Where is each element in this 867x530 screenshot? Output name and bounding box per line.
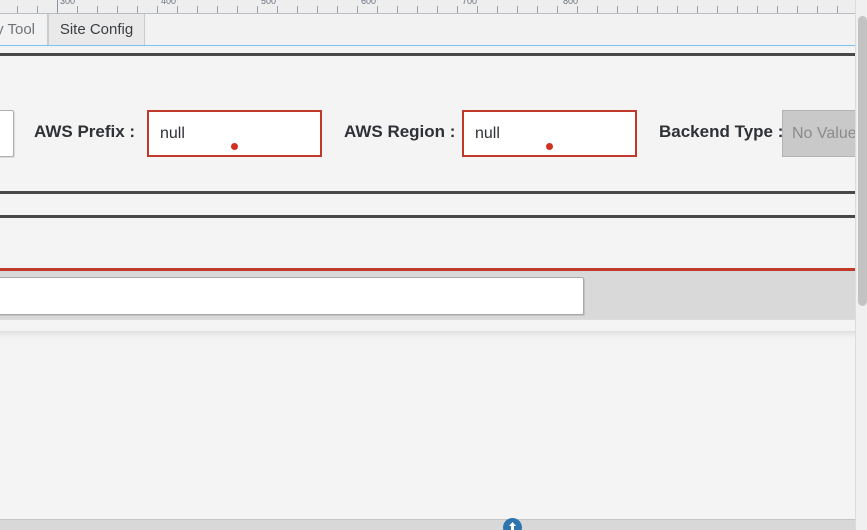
band-empty-1	[0, 194, 855, 215]
tab-strip: y Tool Site Config	[0, 14, 855, 46]
ruler-label: 600	[361, 0, 377, 6]
ruler-minor-tick	[477, 6, 478, 13]
ruler-minor-tick	[277, 6, 278, 13]
clipped-input-left[interactable]	[0, 110, 14, 157]
aws-prefix-label: AWS Prefix :	[34, 122, 136, 141]
tab-site-config[interactable]: Site Config	[48, 14, 145, 45]
aws-region-label: AWS Region :	[344, 122, 456, 141]
separator-mid-2	[0, 215, 855, 218]
ruler-minor-tick	[677, 6, 678, 13]
ruler-minor-tick	[337, 6, 338, 13]
ruler-minor-tick	[537, 6, 538, 13]
horizontal-ruler: 300 400 500 600 700 800	[0, 0, 867, 14]
ruler-track: 300 400 500 600 700 800	[0, 0, 858, 13]
search-input[interactable]	[0, 277, 584, 315]
ruler-minor-tick	[357, 6, 358, 13]
aws-prefix-input[interactable]: null	[147, 110, 322, 157]
ruler-minor-tick	[237, 6, 238, 13]
ruler-minor-tick	[737, 6, 738, 13]
ruler-label: 800	[563, 0, 579, 6]
backend-type-value: No Value	[792, 124, 857, 142]
aws-prefix-value: null	[160, 124, 185, 142]
ruler-label: 500	[261, 0, 277, 6]
tab-strip-empty-area	[145, 14, 855, 45]
ruler-major-tick	[57, 0, 58, 13]
aws-region-value: null	[475, 124, 500, 142]
backend-type-select[interactable]: No Value	[782, 110, 862, 157]
lower-divider	[0, 319, 855, 331]
ruler-minor-tick	[817, 6, 818, 13]
ruler-minor-tick	[77, 6, 78, 13]
tab-query-tool-label: y Tool	[0, 21, 35, 38]
lower-content-pane	[0, 341, 855, 519]
separator-mid-1	[0, 191, 855, 194]
vertical-scrollbar[interactable]	[855, 0, 867, 530]
ruler-minor-tick	[437, 6, 438, 13]
ruler-minor-tick	[637, 6, 638, 13]
ruler-minor-tick	[17, 6, 18, 13]
ruler-minor-tick	[517, 6, 518, 13]
tab-site-config-label: Site Config	[59, 21, 134, 38]
ruler-label: 700	[462, 0, 478, 6]
ruler-minor-tick	[657, 6, 658, 13]
ruler-minor-tick	[417, 6, 418, 13]
form-row: AWS Prefix : null AWS Region : null Back…	[0, 110, 862, 172]
aws-region-error-dot-icon	[546, 143, 553, 150]
lower-pane-shadow	[0, 331, 855, 341]
tab-query-tool[interactable]: y Tool	[0, 14, 48, 45]
ruler-minor-tick	[777, 6, 778, 13]
ruler-minor-tick	[497, 6, 498, 13]
ruler-minor-tick	[597, 6, 598, 13]
separator-top	[0, 53, 855, 56]
ruler-minor-tick	[217, 6, 218, 13]
ruler-minor-tick	[117, 6, 118, 13]
ruler-label: 300	[60, 0, 76, 6]
vertical-scrollbar-thumb[interactable]	[858, 16, 867, 306]
ruler-minor-tick	[177, 6, 178, 13]
ruler-minor-tick	[797, 6, 798, 13]
backend-type-label: Backend Type :	[659, 122, 784, 141]
ruler-minor-tick	[837, 6, 838, 13]
band-empty-2	[0, 218, 855, 268]
ruler-minor-tick	[377, 6, 378, 13]
ruler-minor-tick	[697, 6, 698, 13]
error-divider	[0, 268, 855, 271]
ruler-minor-tick	[137, 6, 138, 13]
content-panel: AWS Prefix : null AWS Region : null Back…	[0, 48, 862, 530]
ruler-minor-tick	[197, 6, 198, 13]
ruler-minor-tick	[617, 6, 618, 13]
ruler-label: 400	[161, 0, 177, 6]
ruler-minor-tick	[457, 6, 458, 13]
aws-region-input[interactable]: null	[462, 110, 637, 157]
ruler-minor-tick	[157, 6, 158, 13]
ruler-minor-tick	[37, 6, 38, 13]
ruler-minor-tick	[257, 6, 258, 13]
ruler-minor-tick	[297, 6, 298, 13]
search-panel	[0, 271, 855, 319]
ruler-minor-tick	[757, 6, 758, 13]
ruler-minor-tick	[317, 6, 318, 13]
ruler-minor-tick	[397, 6, 398, 13]
ruler-minor-tick	[577, 6, 578, 13]
info-circle-icon[interactable]	[503, 518, 522, 530]
aws-prefix-error-dot-icon	[231, 143, 238, 150]
ruler-minor-tick	[97, 6, 98, 13]
footer-bar	[0, 519, 855, 530]
ruler-minor-tick	[557, 6, 558, 13]
ruler-minor-tick	[717, 6, 718, 13]
